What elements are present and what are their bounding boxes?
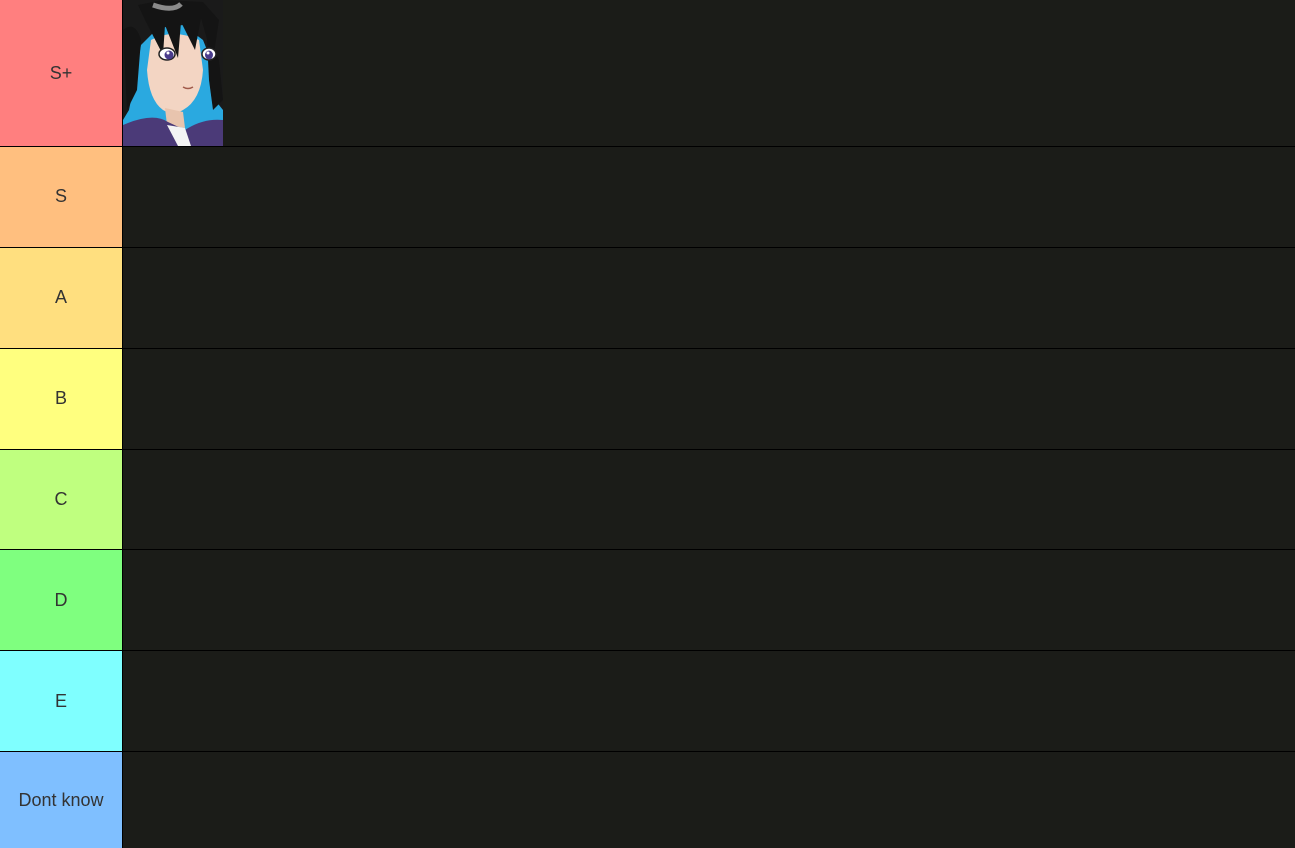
- tier-label-s-plus[interactable]: S+: [0, 0, 123, 146]
- tier-items-b[interactable]: [123, 348, 1295, 449]
- tier-row-b: B: [0, 348, 1295, 450]
- tier-label-text: Dont know: [18, 789, 104, 810]
- tier-label-text: S+: [49, 62, 73, 83]
- tier-label-text: S: [54, 186, 67, 207]
- anime-character-portrait-icon: [123, 0, 223, 146]
- tier-row-dont-know: Dont know: [0, 752, 1295, 848]
- tier-label-e[interactable]: E: [0, 651, 123, 752]
- tier-label-c[interactable]: C: [0, 449, 123, 550]
- tier-items-s[interactable]: [123, 147, 1295, 247]
- tier-label-dont-know[interactable]: Dont know: [0, 752, 123, 848]
- tier-label-b[interactable]: B: [0, 348, 123, 449]
- tier-label-text: B: [54, 388, 67, 409]
- tier-row-a: A: [0, 247, 1295, 349]
- tier-row-d: D: [0, 550, 1295, 652]
- tier-label-a[interactable]: A: [0, 247, 123, 348]
- tier-items-c[interactable]: [123, 449, 1295, 550]
- tier-items-s-plus[interactable]: [123, 0, 1295, 146]
- tier-items-d[interactable]: [123, 550, 1295, 651]
- tier-items-a[interactable]: [123, 247, 1295, 348]
- tier-label-text: C: [54, 489, 68, 509]
- tier-row-s: S: [0, 147, 1295, 248]
- tier-row-c: C: [0, 449, 1295, 551]
- tier-label-s[interactable]: S: [0, 147, 123, 247]
- tier-item-card[interactable]: [123, 0, 223, 146]
- tier-label-text: E: [54, 690, 67, 711]
- tier-items-dont-know[interactable]: [123, 752, 1295, 848]
- tier-row-e: E: [0, 651, 1295, 753]
- tier-label-text: D: [54, 589, 68, 610]
- tier-label-d[interactable]: D: [0, 550, 123, 651]
- tier-label-text: A: [54, 287, 67, 308]
- tier-items-e[interactable]: [123, 651, 1295, 752]
- tier-row-s-plus: S+: [0, 0, 1295, 147]
